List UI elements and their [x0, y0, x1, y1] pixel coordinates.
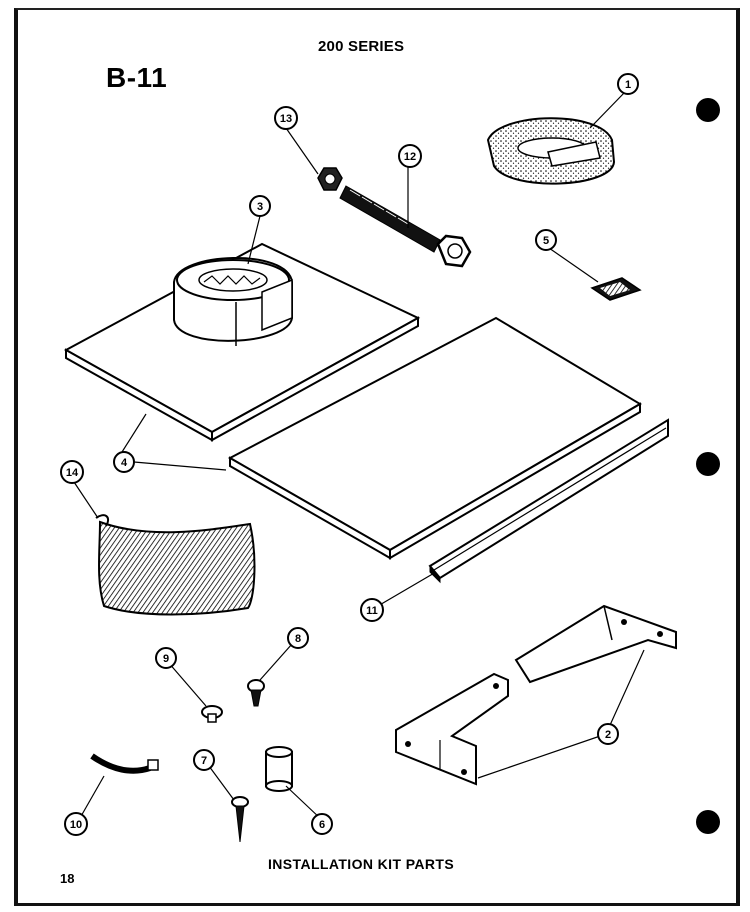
svg-text:14: 14	[66, 467, 79, 479]
diagram-caption: INSTALLATION KIT PARTS	[268, 856, 455, 872]
callout-11: 11	[360, 598, 384, 622]
filler-panel-right	[227, 316, 642, 560]
plug-button	[201, 705, 223, 723]
mounting-bracket-upper	[514, 604, 677, 684]
callout-14: 14	[60, 460, 84, 484]
wood-screw	[231, 796, 249, 843]
channel-rail	[428, 418, 669, 584]
callout-13: 13	[274, 106, 298, 130]
callout-6: 6	[311, 813, 333, 835]
callout-12: 12	[398, 144, 422, 168]
page-border	[14, 8, 740, 906]
callout-3: 3	[249, 195, 271, 217]
callout-2-upper: 2	[597, 723, 619, 745]
svg-text:9: 9	[163, 653, 169, 665]
leader-lines	[73, 91, 645, 821]
binder-hole-top	[696, 98, 720, 122]
svg-text:3: 3	[257, 201, 263, 213]
svg-text:10: 10	[70, 819, 82, 831]
svg-text:11: 11	[366, 605, 378, 617]
screw-small	[247, 679, 265, 707]
svg-text:8: 8	[295, 633, 301, 645]
binder-hole-bottom	[696, 810, 720, 834]
callout-1: 1	[617, 73, 639, 95]
foam-seal-roll	[486, 117, 616, 185]
callout-8: 8	[287, 627, 309, 649]
svg-text:13: 13	[280, 113, 292, 125]
figure-code: B-11	[106, 62, 168, 93]
foam-collar	[173, 257, 293, 346]
spacer-sleeve	[265, 746, 293, 792]
callout-4: 4	[113, 451, 135, 473]
svg-text:5: 5	[543, 235, 549, 247]
svg-text:12: 12	[404, 151, 416, 163]
hardware-bag	[95, 514, 256, 616]
series-title: 200 SERIES	[318, 38, 405, 55]
svg-text:1: 1	[625, 79, 631, 91]
callout-10: 10	[64, 812, 88, 836]
nut	[317, 167, 343, 191]
gasket-pad	[590, 277, 642, 301]
svg-text:7: 7	[201, 755, 207, 767]
svg-text:4: 4	[121, 457, 128, 469]
callout-9: 9	[155, 647, 177, 669]
bolt	[339, 185, 472, 268]
svg-text:6: 6	[319, 819, 325, 831]
page-number: 18	[60, 871, 75, 886]
binder-hole-middle	[696, 452, 720, 476]
cable-clip	[90, 753, 159, 774]
callout-5: 5	[535, 229, 557, 251]
mounting-bracket-lower	[395, 672, 509, 786]
svg-text:2: 2	[605, 729, 611, 741]
callout-7: 7	[193, 749, 215, 771]
